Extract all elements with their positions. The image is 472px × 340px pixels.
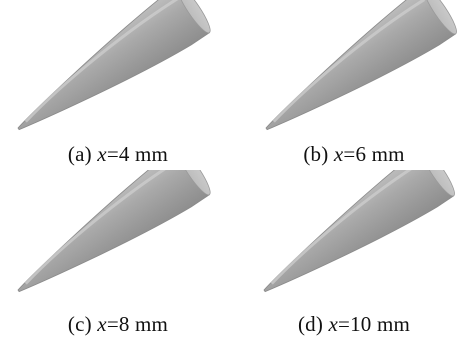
caption-c: (c) x=8 mm bbox=[0, 312, 236, 337]
projectile-model-a bbox=[17, 0, 211, 131]
caption-value: =6 mm bbox=[343, 142, 405, 166]
caption-label: (a) bbox=[67, 142, 98, 166]
projectile-model-c bbox=[17, 170, 211, 293]
panel-b: (b) x=6 mm bbox=[236, 0, 472, 170]
panel-d: (d) x=10 mm bbox=[236, 170, 472, 340]
projectile-model-d bbox=[263, 170, 455, 293]
caption-label: (d) bbox=[297, 312, 329, 336]
caption-variable: x bbox=[97, 142, 107, 166]
caption-value: =8 mm bbox=[106, 312, 169, 336]
caption-b: (b) x=6 mm bbox=[236, 142, 472, 167]
caption-variable: x bbox=[328, 312, 339, 336]
caption-variable: x bbox=[97, 312, 107, 336]
caption-label: (b) bbox=[303, 142, 334, 166]
projectile-model-b bbox=[265, 0, 457, 131]
caption-d: (d) x=10 mm bbox=[236, 312, 472, 337]
caption-value: =10 mm bbox=[338, 312, 411, 336]
caption-variable: x bbox=[333, 142, 344, 166]
panel-c: (c) x=8 mm bbox=[0, 170, 236, 340]
caption-value: =4 mm bbox=[106, 142, 169, 166]
caption-label: (c) bbox=[67, 312, 98, 336]
panel-a: (a) x=4 mm bbox=[0, 0, 236, 170]
caption-a: (a) x=4 mm bbox=[0, 142, 236, 167]
